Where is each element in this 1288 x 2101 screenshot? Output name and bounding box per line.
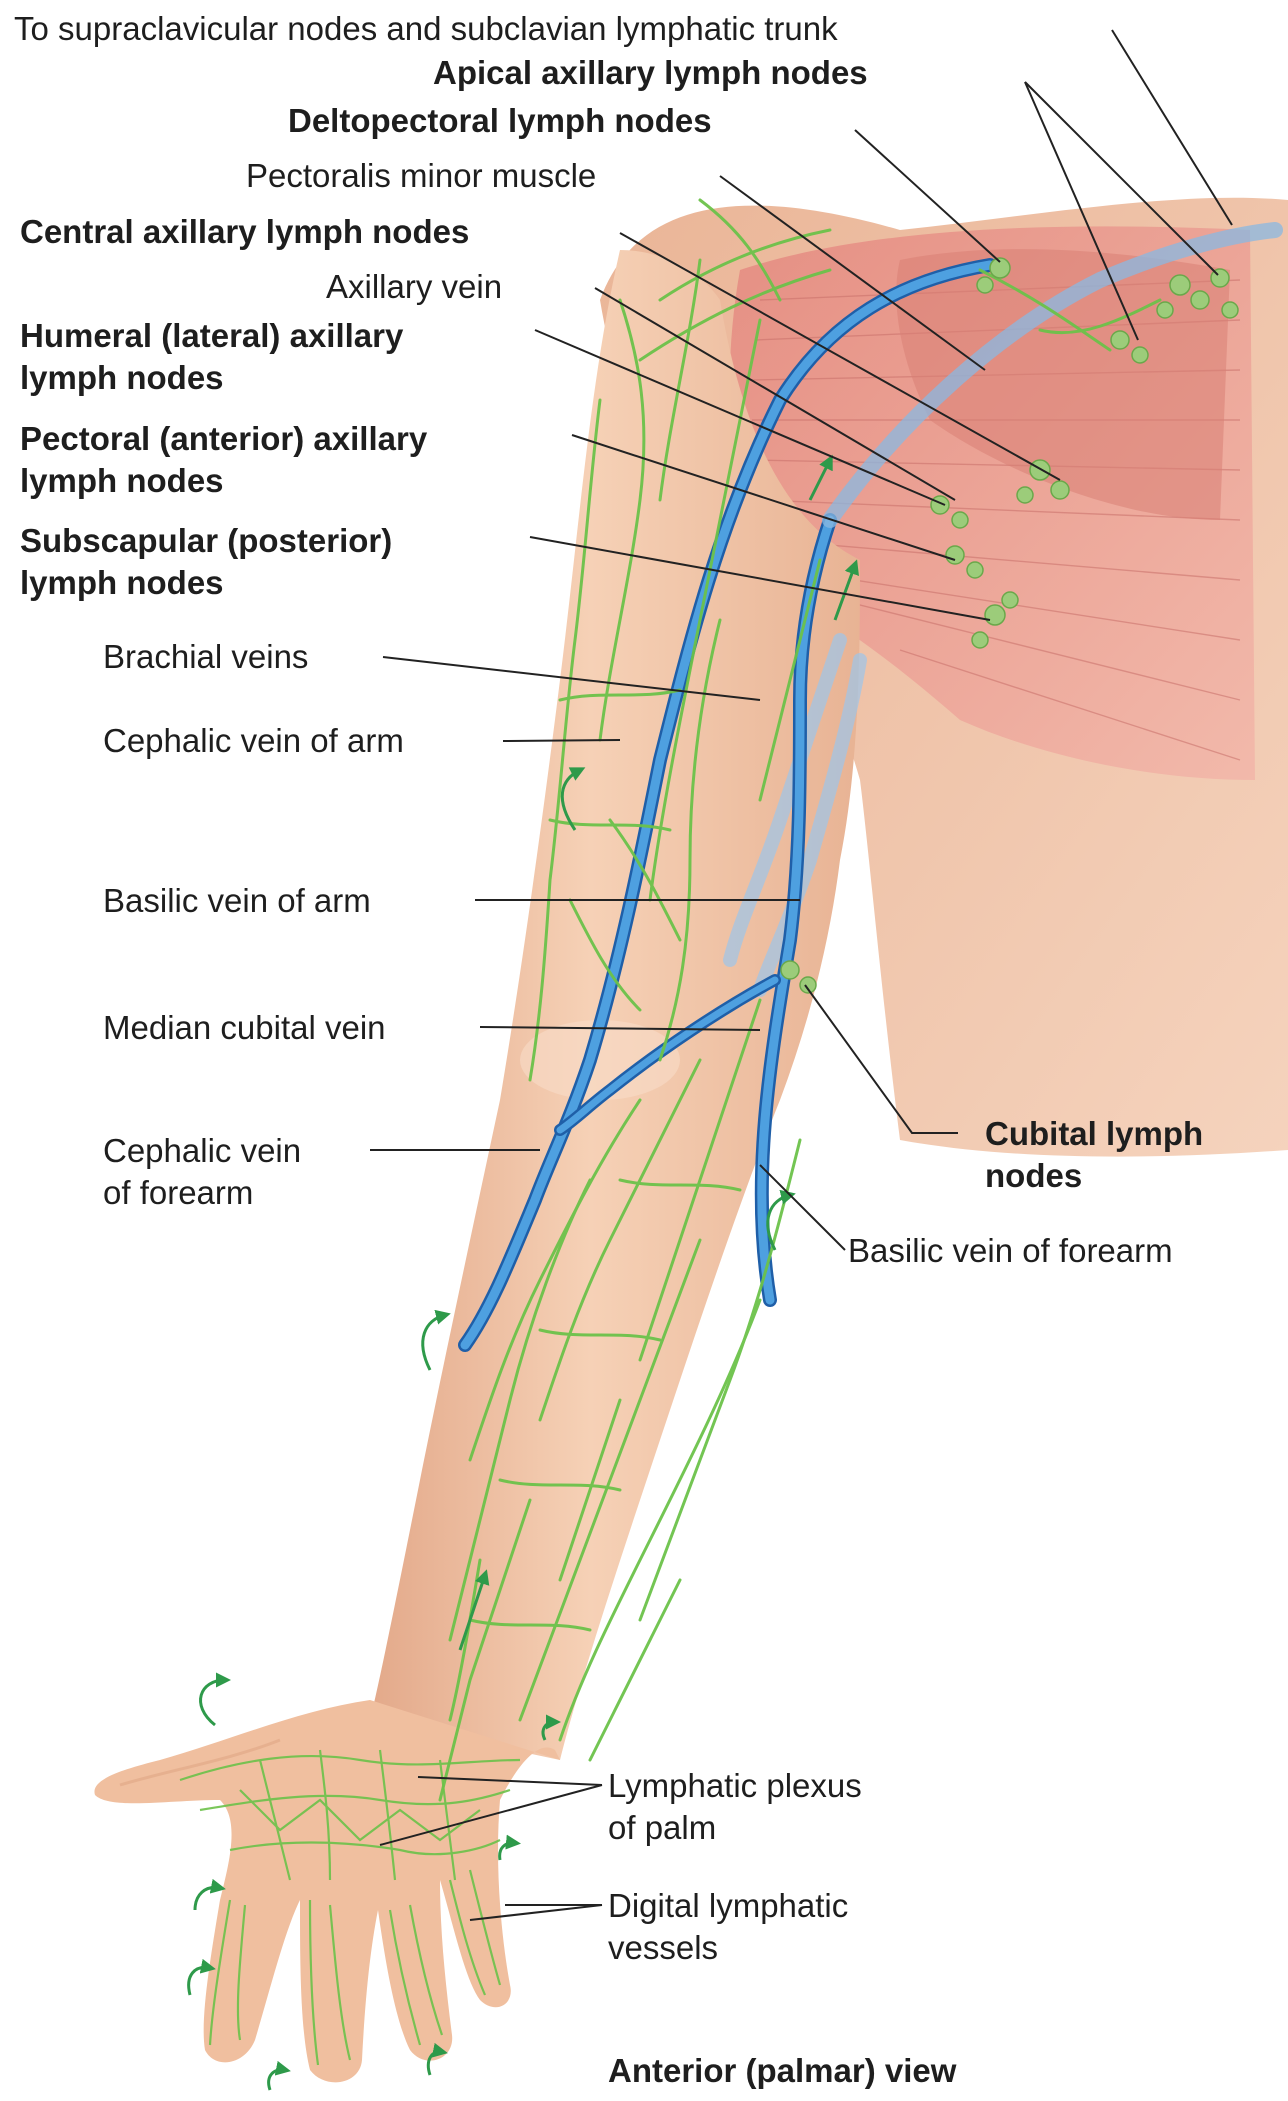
label-pectoral-line2: lymph nodes: [20, 460, 427, 502]
label-brachial-veins: Brachial veins: [103, 636, 308, 678]
curved-arrow-icon: [269, 2070, 285, 2090]
label-plexus-line2: of palm: [608, 1807, 862, 1849]
label-basilic-vein-forearm: Basilic vein of forearm: [848, 1230, 1173, 1272]
label-subscapular-line2: lymph nodes: [20, 562, 392, 604]
curved-arrow-icon: [195, 1887, 220, 1910]
curved-arrow-icon: [500, 1843, 515, 1860]
label-cubital-nodes: Cubital lymph nodes: [985, 1113, 1203, 1197]
label-cephalic-forearm-line1: Cephalic vein: [103, 1130, 301, 1172]
label-humeral-nodes: Humeral (lateral) axillary lymph nodes: [20, 315, 403, 399]
label-view-caption: Anterior (palmar) view: [608, 2050, 956, 2092]
label-cubital-line2: nodes: [985, 1155, 1203, 1197]
label-digital-line2: vessels: [608, 1927, 848, 1969]
label-median-cubital-vein: Median cubital vein: [103, 1007, 386, 1049]
label-digital-lymphatic-vessels: Digital lymphatic vessels: [608, 1885, 848, 1969]
label-deltopectoral-nodes: Deltopectoral lymph nodes: [288, 100, 712, 142]
label-cephalic-vein-arm: Cephalic vein of arm: [103, 720, 404, 762]
label-humeral-line1: Humeral (lateral) axillary: [20, 315, 403, 357]
label-lymphatic-plexus-palm: Lymphatic plexus of palm: [608, 1765, 862, 1849]
label-pectoral-nodes: Pectoral (anterior) axillary lymph nodes: [20, 418, 427, 502]
label-pectoralis-minor: Pectoralis minor muscle: [246, 155, 596, 197]
label-humeral-line2: lymph nodes: [20, 357, 403, 399]
label-cubital-line1: Cubital lymph: [985, 1113, 1203, 1155]
label-cephalic-vein-forearm: Cephalic vein of forearm: [103, 1130, 301, 1214]
curved-arrow-icon: [201, 1680, 225, 1725]
label-axillary-vein: Axillary vein: [326, 266, 502, 308]
label-basilic-vein-arm: Basilic vein of arm: [103, 880, 371, 922]
label-subscapular-line1: Subscapular (posterior): [20, 520, 392, 562]
label-cephalic-forearm-line2: of forearm: [103, 1172, 301, 1214]
label-plexus-line1: Lymphatic plexus: [608, 1765, 862, 1807]
label-apical-axillary-nodes: Apical axillary lymph nodes: [433, 52, 868, 94]
label-digital-line1: Digital lymphatic: [608, 1885, 848, 1927]
curved-arrow-icon: [423, 1315, 445, 1370]
label-central-axillary-nodes: Central axillary lymph nodes: [20, 211, 469, 253]
label-pectoral-line1: Pectoral (anterior) axillary: [20, 418, 427, 460]
label-supraclavicular: To supraclavicular nodes and subclavian …: [14, 8, 838, 50]
label-subscapular-nodes: Subscapular (posterior) lymph nodes: [20, 520, 392, 604]
